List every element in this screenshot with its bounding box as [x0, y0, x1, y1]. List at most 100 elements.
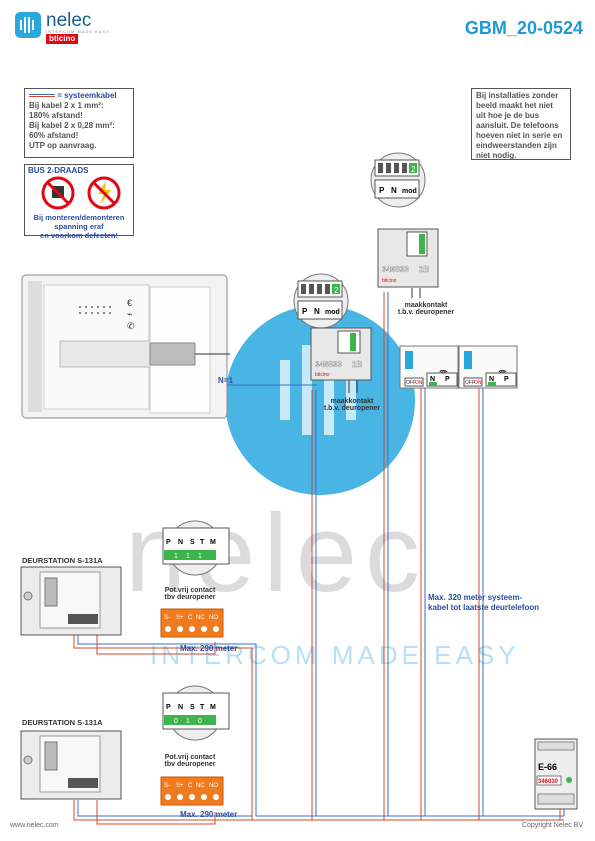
info-note: Bij installaties zonder beeld maakt het … [471, 88, 571, 160]
svg-text:N: N [178, 539, 183, 546]
info-line: beeld maakt het niet [476, 101, 553, 110]
svg-text:C: C [188, 615, 193, 621]
cable-note-line: 60% afstand! [29, 131, 79, 140]
distance-label-1: Max. 290 meter [180, 644, 238, 653]
svg-text:P: P [445, 376, 450, 383]
svg-text:N: N [314, 307, 320, 316]
svg-text:bticino: bticino [315, 372, 330, 378]
svg-text:T: T [200, 704, 205, 711]
svg-text:1: 1 [174, 553, 178, 560]
svg-text:346833: 346833 [315, 360, 342, 369]
no-plug-icon [41, 176, 75, 210]
svg-text:E-66: E-66 [538, 762, 557, 772]
svg-text:0: 0 [198, 718, 202, 725]
svg-text:N: N [178, 704, 183, 711]
warning-line: Bij monteren/demonteren [33, 213, 125, 222]
svg-text:P: P [302, 307, 308, 316]
svg-text:1: 1 [186, 553, 190, 560]
brand-name: nelec [46, 10, 92, 31]
dip-zoom-2: P N S T M 0 1 0 [162, 685, 230, 741]
brand-tagline: INTERCOM MADE EASY [46, 29, 110, 34]
cable-note-line: 180% afstand! [29, 111, 83, 120]
svg-text:2: 2 [334, 286, 339, 295]
svg-text:S-: S- [164, 783, 170, 789]
svg-text:S: S [190, 539, 195, 546]
svg-text:bticino: bticino [382, 278, 397, 284]
svg-text:P: P [504, 376, 509, 383]
svg-text:ON: ON [474, 380, 482, 386]
svg-text:C: C [188, 783, 193, 789]
svg-text:P: P [166, 539, 171, 546]
max-cable-note: Max. 320 meter systeem-kabel tot laatste… [428, 593, 540, 612]
svg-text:2B: 2B [352, 360, 362, 369]
relay-zoom-2: 2 P N mod [293, 273, 349, 329]
svg-text:mod: mod [325, 309, 340, 316]
phone-1: ☎ OFF ON N P [399, 345, 459, 389]
svg-text:M: M [210, 704, 216, 711]
svg-text:€: € [127, 298, 132, 308]
power-supply: E-66 346030 [534, 738, 578, 810]
svg-text:N: N [391, 186, 397, 195]
svg-text:T: T [200, 539, 205, 546]
partner-logo: bticino [46, 34, 79, 44]
info-line: aansluit. De telefoons [476, 121, 559, 130]
svg-text:mod: mod [402, 188, 417, 195]
nelec-logo-icon [15, 12, 41, 38]
svg-text:P: P [166, 704, 171, 711]
svg-text:P: P [379, 186, 385, 195]
svg-text:⌁: ⌁ [127, 309, 132, 319]
cable-note-line: Bij kabel 2 x 1 mm²: [29, 101, 104, 110]
svg-text:ON: ON [415, 380, 423, 386]
cable-note-line: Bij kabel 2 x 0,28 mm²: [29, 121, 115, 130]
document-code: GBM_20-0524 [464, 18, 583, 38]
bus-title: BUS 2-DRAADS [28, 166, 89, 175]
relay-block-2: S- S+ C NC NO [160, 776, 224, 806]
svg-text:OFF: OFF [465, 380, 475, 386]
svg-text:1: 1 [186, 718, 190, 725]
svg-text:NO: NO [209, 615, 218, 621]
svg-text:S+: S+ [176, 783, 184, 789]
handset-count-label: N=1 [218, 376, 233, 385]
warning-icons [41, 176, 121, 210]
svg-text:S+: S+ [176, 615, 184, 621]
info-line: uit hoe je de bus [476, 111, 540, 120]
door-station-1 [20, 566, 122, 636]
bus-warning-note: BUS 2-DRAADS Bij monteren/demonteren spa… [24, 164, 134, 240]
svg-text:NO: NO [209, 783, 218, 789]
svg-text:346833: 346833 [382, 265, 409, 274]
info-line: Bij installaties zonder [476, 91, 559, 100]
svg-text:OFF: OFF [406, 380, 416, 386]
distance-label-2: Max. 290 meter [180, 810, 238, 819]
svg-text:NC: NC [196, 615, 205, 621]
info-line: eindweerstanden zijn [476, 141, 557, 150]
no-voltage-icon [87, 176, 121, 210]
relay-block-1: S- S+ C NC NO [160, 608, 224, 638]
door-station-title-2: DEURSTATION S-131A [22, 718, 103, 727]
svg-text:S: S [190, 704, 195, 711]
svg-text:346030: 346030 [538, 779, 559, 785]
info-line: niet nodig. [476, 151, 517, 160]
door-station-2 [20, 730, 122, 800]
system-cable-swatch [29, 94, 55, 98]
phone-2: ☎ OFF ON N P [458, 345, 518, 389]
svg-text:N: N [489, 376, 494, 383]
svg-text:1: 1 [198, 553, 202, 560]
svg-text:N: N [430, 376, 435, 383]
door-station-title-1: DEURSTATION S-131A [22, 556, 103, 565]
warning-line: spanning eraf [54, 222, 104, 231]
cable-note: = systeemkabel Bij kabel 2 x 1 mm²: 180%… [24, 88, 134, 158]
info-line: hoeven niet in serie en [476, 131, 563, 140]
svg-text:✆: ✆ [127, 321, 135, 331]
intercom-handset: € ⌁ ✆ [21, 274, 230, 419]
warning-line: en voorkom defecten! [40, 231, 118, 240]
svg-text:2B: 2B [419, 265, 429, 274]
svg-text:2: 2 [411, 165, 416, 174]
watermark-tagline: INTERCOM MADE EASY [150, 640, 520, 670]
relay-module-2: 346833 2B bticino [310, 327, 372, 381]
cable-note-title: = systeemkabel [29, 91, 129, 101]
